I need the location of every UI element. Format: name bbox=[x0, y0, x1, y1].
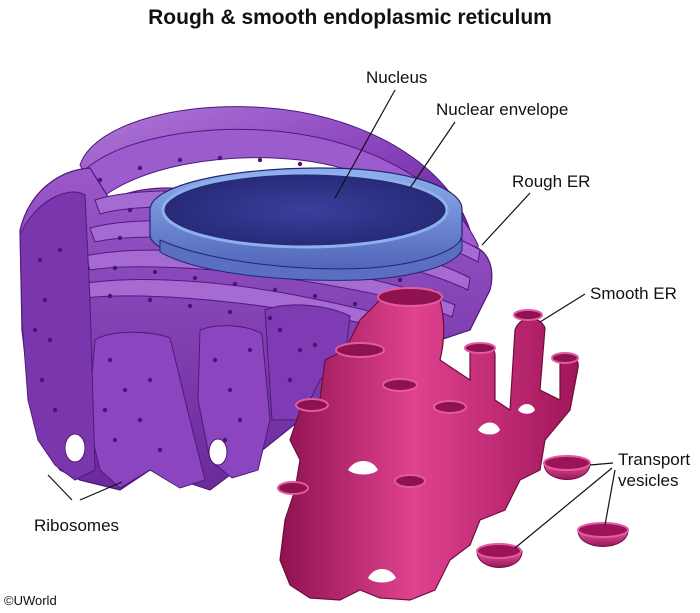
leader-lines bbox=[47, 89, 616, 549]
ribosome-dot bbox=[177, 157, 183, 163]
smooth-er-opening bbox=[377, 287, 443, 307]
smooth-er-body bbox=[279, 299, 579, 601]
ribosome-dot bbox=[247, 347, 253, 353]
ribosome-dot bbox=[39, 377, 45, 383]
rough-er-drape bbox=[264, 304, 351, 421]
ribosome-dot bbox=[187, 303, 193, 309]
smooth-er bbox=[277, 287, 579, 601]
ribosome-dot bbox=[192, 275, 198, 281]
smooth-er-opening bbox=[513, 309, 543, 321]
ribosome-dot bbox=[152, 269, 158, 275]
rough-er-drape bbox=[19, 191, 96, 481]
leader-smooth-er bbox=[539, 293, 586, 323]
ribosome-dot bbox=[127, 207, 133, 213]
ribosome-dot bbox=[42, 297, 48, 303]
ribosome-dot bbox=[102, 407, 108, 413]
label-smooth-er: Smooth ER bbox=[590, 284, 677, 303]
ribosome-dot bbox=[157, 447, 163, 453]
ribosome-dot bbox=[47, 337, 53, 343]
vesicle bbox=[476, 543, 523, 568]
ribosome-dot bbox=[287, 377, 293, 383]
ribosome-dot bbox=[237, 417, 243, 423]
leader-vesicle-1 bbox=[589, 462, 614, 466]
ribosome-dot bbox=[112, 265, 118, 271]
ribosome-dot bbox=[232, 281, 238, 287]
smooth-er-opening bbox=[464, 342, 496, 354]
ribosome-dot bbox=[32, 327, 38, 333]
label-transport-vesicles-2: vesicles bbox=[618, 471, 679, 490]
ribosome-dot bbox=[267, 315, 273, 321]
label-rough-er: Rough ER bbox=[512, 172, 591, 191]
ribosome-dot bbox=[312, 293, 318, 299]
smooth-er-hole bbox=[478, 422, 500, 435]
ribosome-dot bbox=[297, 161, 303, 167]
nucleus bbox=[149, 167, 463, 281]
ribosome-dot bbox=[272, 287, 278, 293]
ribosome-dot bbox=[352, 301, 358, 307]
smooth-er-opening bbox=[433, 400, 467, 414]
smooth-er-opening bbox=[335, 342, 385, 358]
ribosome-dot bbox=[52, 407, 58, 413]
leader-rough-er bbox=[481, 192, 531, 246]
label-transport-vesicles-1: Transport bbox=[618, 450, 691, 469]
ribosome-dot bbox=[297, 347, 303, 353]
smooth-er-opening bbox=[382, 378, 418, 392]
copyright: ©UWorld bbox=[4, 593, 57, 608]
leader-nucleus bbox=[334, 89, 396, 199]
ribosome-dot bbox=[227, 309, 233, 315]
ribosome-dot bbox=[97, 177, 103, 183]
ribosome-dot bbox=[222, 437, 228, 443]
rough-er-drape bbox=[87, 331, 206, 489]
ribosome-dot bbox=[57, 247, 63, 253]
leader-vesicle-2 bbox=[604, 469, 616, 526]
label-nucleus: Nucleus bbox=[366, 68, 428, 87]
smooth-er-opening bbox=[295, 398, 329, 412]
vesicle bbox=[577, 522, 629, 547]
diagram-title: Rough & smooth endoplasmic reticulum bbox=[148, 6, 552, 29]
ribosome-dot bbox=[107, 357, 113, 363]
ribosome-dot bbox=[212, 357, 218, 363]
ribosome-dot bbox=[137, 165, 143, 171]
smooth-er-hole bbox=[518, 404, 535, 414]
ribosome-dot bbox=[147, 377, 153, 383]
ribosome-dot bbox=[397, 277, 403, 283]
ribosome-dot bbox=[37, 257, 43, 263]
ribosome-dot bbox=[107, 293, 113, 299]
ribosome-dot bbox=[217, 155, 223, 161]
leader-ribosomes-2 bbox=[79, 481, 123, 501]
leader-nuclear-envelope bbox=[409, 121, 456, 189]
ribosome-dot bbox=[137, 417, 143, 423]
ribosome-dot bbox=[112, 437, 118, 443]
rough-er-hole bbox=[208, 438, 228, 466]
smooth-er-opening bbox=[394, 474, 426, 488]
leader-vesicle-3 bbox=[514, 467, 613, 549]
ribosome-dot bbox=[312, 342, 318, 348]
label-ribosomes: Ribosomes bbox=[34, 516, 120, 535]
ribosome-dot bbox=[147, 297, 153, 303]
smooth-er-hole bbox=[368, 569, 396, 583]
nucleus-interior bbox=[161, 171, 449, 249]
smooth-er-opening bbox=[551, 352, 579, 364]
smooth-er-hole bbox=[348, 461, 378, 475]
vesicle bbox=[543, 455, 591, 480]
rough-er-hole bbox=[64, 433, 86, 463]
smooth-er-opening bbox=[277, 481, 309, 495]
ribosome-dot bbox=[257, 157, 263, 163]
ribosome-dot bbox=[277, 327, 283, 333]
ribosome-dot bbox=[227, 387, 233, 393]
leader-ribosomes-1 bbox=[47, 474, 73, 501]
nuclear-envelope-lower bbox=[159, 237, 463, 281]
ribosome-dot bbox=[122, 387, 128, 393]
ribosome-dot bbox=[117, 235, 123, 241]
label-nuclear-envelope: Nuclear envelope bbox=[436, 100, 569, 119]
transport-vesicles bbox=[476, 455, 629, 568]
